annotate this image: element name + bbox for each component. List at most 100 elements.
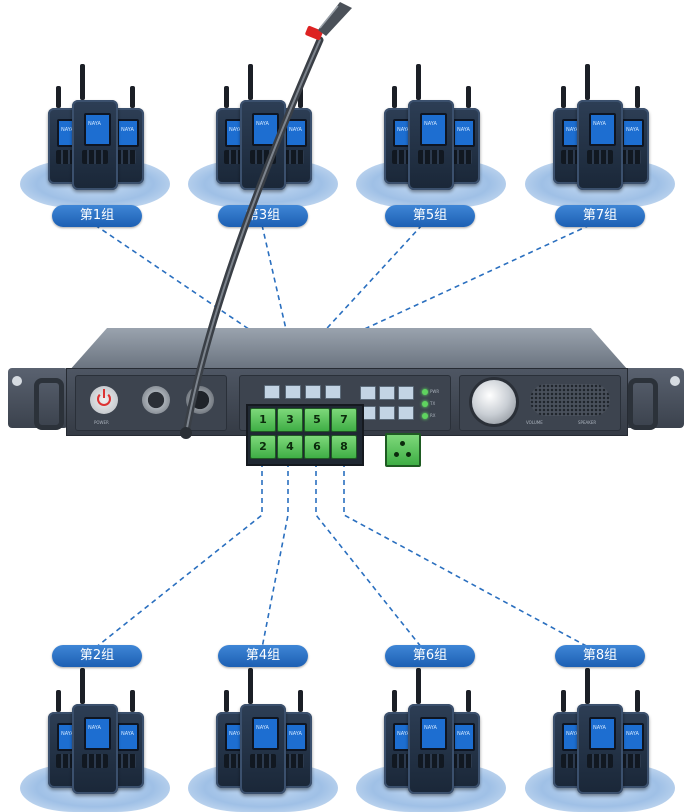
radio-keypad xyxy=(452,150,472,164)
speaker-label: SPEAKER xyxy=(578,420,597,425)
led-pwr xyxy=(422,389,428,395)
group-key-8[interactable]: 8 xyxy=(331,435,357,459)
radio-keypad xyxy=(82,150,108,164)
all-call-key[interactable] xyxy=(385,433,421,467)
led-tx xyxy=(422,401,428,407)
group-label-6: 第6组 xyxy=(385,645,475,667)
radio-screen: NAYA xyxy=(84,717,111,750)
radio-screen: NAYA xyxy=(117,119,139,147)
radio-keypad xyxy=(392,754,412,768)
radio-keypad xyxy=(56,150,76,164)
function-button-c[interactable] xyxy=(398,386,414,400)
group-label-8: 第8组 xyxy=(555,645,645,667)
group-key-1[interactable]: 1 xyxy=(250,408,276,432)
group-key-2[interactable]: 2 xyxy=(250,435,276,459)
radio-screen-text: NAYA xyxy=(121,731,134,737)
power-section: POWER xyxy=(75,375,227,431)
function-button-a[interactable] xyxy=(360,386,376,400)
rack-ear-left xyxy=(8,368,68,430)
radio-screen-text: NAYA xyxy=(457,127,470,133)
radio-keypad xyxy=(418,150,444,164)
radio-screen-text: NAYA xyxy=(626,731,639,737)
small-button-5[interactable] xyxy=(305,385,321,399)
small-button-3[interactable] xyxy=(285,385,301,399)
radio-antenna xyxy=(80,64,85,100)
radio-screen-text: NAYA xyxy=(61,127,74,133)
intercom-radio-icon: NAYA xyxy=(408,668,454,794)
power-button[interactable] xyxy=(90,386,118,414)
radio-screen-text: NAYA xyxy=(424,121,437,127)
radio-group-cluster: NAYA NAYA NAYA xyxy=(525,668,675,812)
chassis-top xyxy=(71,328,627,368)
radio-screen: NAYA xyxy=(453,723,475,751)
radio-antenna xyxy=(392,86,397,108)
line-group-8 xyxy=(343,462,591,649)
radio-antenna xyxy=(466,86,471,108)
function-button-e[interactable] xyxy=(379,406,395,420)
radio-screen-text: NAYA xyxy=(593,725,606,731)
radio-screen: NAYA xyxy=(117,723,139,751)
volume-knob-icon[interactable] xyxy=(472,380,516,424)
radio-keypad xyxy=(392,150,412,164)
group-key-4[interactable]: 4 xyxy=(277,435,303,459)
small-button-7[interactable] xyxy=(325,385,341,399)
radio-antenna xyxy=(56,690,61,712)
radio-antenna xyxy=(561,86,566,108)
xlr-connector-icon[interactable] xyxy=(142,386,170,414)
intercom-radio-icon: NAYA xyxy=(72,64,118,190)
radio-antenna xyxy=(224,86,229,108)
power-icon-stem xyxy=(103,389,105,398)
rack-ear-hole xyxy=(670,376,680,386)
speaker-section: VOLUME SPEAKER xyxy=(459,375,621,431)
radio-antenna xyxy=(80,668,85,704)
group-label-1: 第1组 xyxy=(52,205,142,227)
small-button-1[interactable] xyxy=(264,385,280,399)
radio-screen: NAYA xyxy=(285,723,307,751)
radio-screen-text: NAYA xyxy=(397,127,410,133)
network-icon-dot xyxy=(394,452,399,457)
line-group-6 xyxy=(315,462,423,649)
network-icon-dot xyxy=(406,452,411,457)
mic-socket[interactable] xyxy=(186,386,214,414)
handle-right[interactable] xyxy=(628,378,658,430)
radio-antenna xyxy=(224,690,229,712)
radio-screen: NAYA xyxy=(453,119,475,147)
radio-screen: NAYA xyxy=(622,119,644,147)
group-key-7[interactable]: 7 xyxy=(331,408,357,432)
volume-label: VOLUME xyxy=(526,420,543,425)
radio-keypad xyxy=(284,150,304,164)
led-rx xyxy=(422,413,428,419)
radio-antenna xyxy=(130,86,135,108)
radio-screen: NAYA xyxy=(420,717,447,750)
intercom-radio-icon: NAYA xyxy=(577,668,623,794)
radio-antenna xyxy=(635,86,640,108)
function-button-f[interactable] xyxy=(398,406,414,420)
radio-antenna xyxy=(392,690,397,712)
radio-antenna xyxy=(298,690,303,712)
group-label-3: 第3组 xyxy=(218,205,308,227)
led-label-rx: RX xyxy=(430,413,436,418)
radio-keypad xyxy=(621,150,641,164)
group-key-6[interactable]: 6 xyxy=(304,435,330,459)
rack-ear-right xyxy=(624,368,684,430)
handle-left[interactable] xyxy=(34,378,64,430)
group-key-5[interactable]: 5 xyxy=(304,408,330,432)
radio-screen: NAYA xyxy=(589,717,616,750)
radio-antenna xyxy=(248,668,253,704)
radio-keypad xyxy=(224,754,244,768)
power-icon xyxy=(97,392,111,406)
radio-screen-text: NAYA xyxy=(256,121,269,127)
radio-screen-text: NAYA xyxy=(457,731,470,737)
radio-keypad xyxy=(284,754,304,768)
radio-keypad xyxy=(116,150,136,164)
led-label-pwr: PWR xyxy=(430,389,440,394)
group-key-3[interactable]: 3 xyxy=(277,408,303,432)
intercom-radio-icon: NAYA xyxy=(72,668,118,794)
group-label-4: 第4组 xyxy=(218,645,308,667)
radio-screen-text: NAYA xyxy=(566,731,579,737)
function-button-b[interactable] xyxy=(379,386,395,400)
